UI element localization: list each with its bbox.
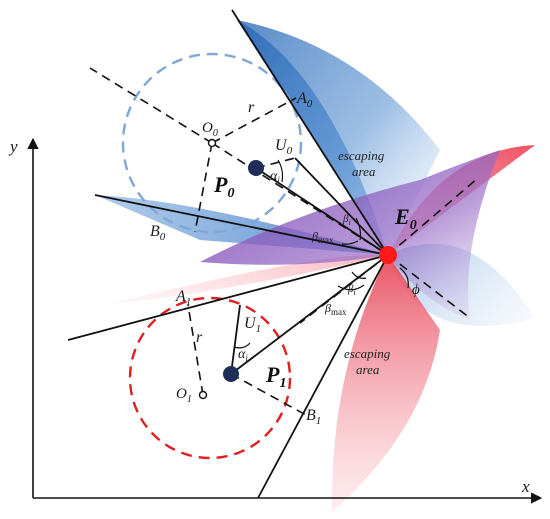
label-a1-main: A: [175, 288, 186, 305]
label-beta-lower: βi: [347, 283, 356, 297]
label-beta-upper-main: β: [342, 213, 349, 225]
label-b1-sub: 1: [316, 415, 322, 427]
arc-alpha-0: [277, 159, 284, 183]
label-u1: U1: [244, 315, 261, 335]
label-u0: U0: [275, 137, 293, 157]
arc-beta-max-lower: [337, 284, 365, 291]
label-o1: O1: [176, 386, 192, 405]
label-o0: O0: [202, 120, 218, 139]
labels: r A0 O0 U0 αi P0 B0 escaping area βi βma…: [150, 90, 420, 427]
label-u1-sub: 1: [256, 323, 262, 335]
label-u0-main: U: [275, 137, 288, 154]
capture-circle-p1: [128, 296, 292, 460]
label-alpha-0: αi: [270, 169, 280, 185]
label-phi: ϕ: [412, 282, 420, 298]
x-axis-label: x: [521, 477, 530, 496]
tangent-line-b1: [257, 254, 389, 499]
label-b0-main: B: [150, 223, 160, 240]
tangent-line-b0: [94, 194, 389, 256]
escape-region-lower-red: [331, 255, 440, 512]
dashed-o0-upper: [89, 67, 213, 144]
label-b1: B1: [306, 407, 321, 427]
pursuer-p0-point: [248, 160, 264, 176]
label-u1-main: U: [244, 315, 257, 332]
label-beta-max-upper-sub: max: [318, 235, 334, 245]
label-a1: A1: [175, 288, 191, 308]
label-p1-main: P: [265, 362, 280, 387]
y-axis-label: y: [8, 137, 18, 156]
label-beta-max-upper-main: β: [311, 229, 318, 243]
label-a1-sub: 1: [186, 296, 192, 308]
arc-beta-lower: [351, 271, 367, 279]
label-alpha-0-main: α: [270, 169, 278, 184]
label-beta-upper-sub: i: [348, 218, 350, 227]
label-b0: B0: [150, 223, 166, 243]
dashed-o0-b0: [194, 142, 213, 233]
label-o0-sub: 0: [213, 128, 218, 139]
center-o1-point: [198, 390, 208, 400]
dashed-o0-a0: [211, 97, 297, 144]
label-beta-max-lower-main: β: [324, 301, 331, 315]
angle-arcs: [233, 159, 409, 349]
center-o0-point: [207, 138, 217, 148]
pursuer-p1-point: [223, 366, 239, 382]
label-o1-main: O: [176, 386, 187, 402]
evader-e0-point: [379, 246, 397, 264]
label-p0-sub: 0: [227, 186, 234, 201]
arc-phi: [399, 267, 409, 289]
label-escaping-lower-1: escaping: [344, 346, 391, 361]
tangent-line-a1: [67, 254, 389, 341]
label-escaping-upper-1: escaping: [338, 148, 385, 163]
dashed-e0-left: [299, 254, 389, 324]
label-a0-main: A: [296, 90, 307, 107]
dashed-o0-e0: [211, 142, 389, 256]
label-escaping-lower-2: area: [356, 362, 380, 377]
label-u0-sub: 0: [287, 145, 293, 157]
label-e0-main: E: [394, 204, 410, 229]
overlap-region: [200, 150, 500, 320]
label-escaping-upper-2: area: [352, 164, 376, 179]
dashed-e0-diagonal: [387, 177, 479, 256]
label-a0-sub: 0: [307, 98, 313, 110]
label-a0: A0: [296, 90, 313, 110]
label-beta-max-lower-sub: max: [331, 307, 347, 317]
arc-beta-upper: [355, 217, 362, 241]
label-o1-sub: 1: [187, 394, 192, 405]
label-b1-main: B: [306, 407, 316, 424]
dashed-e0-lower: [387, 254, 471, 319]
axes: x y: [8, 137, 543, 504]
label-beta-max-lower: βmax: [324, 301, 347, 317]
label-beta-lower-main: β: [347, 283, 354, 295]
label-r-lower: r: [196, 329, 203, 346]
arc-alpha-1: [233, 342, 251, 349]
label-p0-main: P: [213, 172, 228, 197]
label-r-upper: r: [248, 99, 255, 116]
label-alpha-1: αi: [238, 347, 248, 363]
label-alpha-1-main: α: [238, 347, 246, 362]
label-b0-sub: 0: [160, 231, 166, 243]
label-e0-sub: 0: [410, 218, 417, 233]
label-p1-sub: 1: [279, 376, 286, 391]
dashed-o1-a1: [187, 304, 204, 396]
label-alpha-1-sub: i: [245, 353, 248, 363]
velocity-u0-side: [294, 157, 389, 256]
points: [198, 138, 397, 400]
capture-circle-p0: [121, 52, 303, 234]
label-p0: P0: [213, 172, 234, 201]
label-beta-upper: βi: [342, 213, 351, 227]
label-beta-lower-sub: i: [353, 288, 355, 297]
label-e0: E0: [394, 204, 417, 233]
arc-beta-max-upper: [341, 240, 359, 245]
tangent-line-a0: [231, 9, 389, 256]
label-alpha-0-sub: i: [277, 175, 280, 185]
regions: [95, 20, 535, 512]
label-beta-max-upper: βmax: [311, 229, 334, 245]
label-o0-main: O: [202, 120, 213, 136]
label-p1: P1: [265, 362, 286, 391]
velocity-u1-stem: [230, 304, 241, 375]
